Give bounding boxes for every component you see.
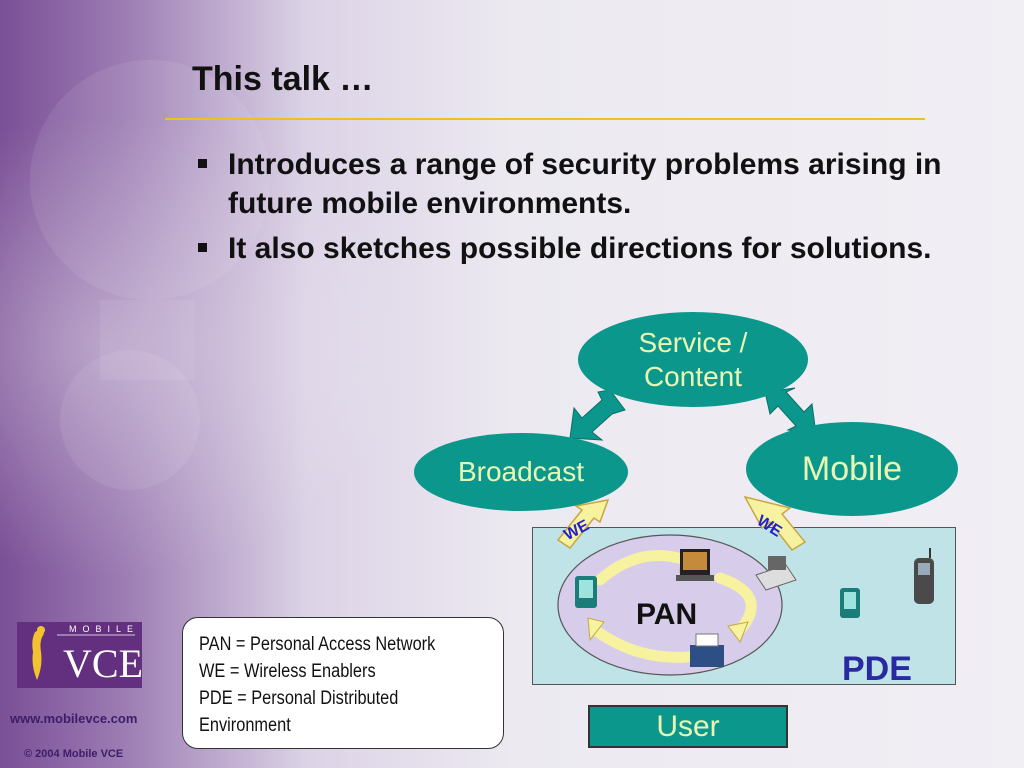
pda-icon-right	[840, 588, 860, 618]
broadcast-label: Broadcast	[457, 456, 585, 487]
legend-box: PAN = Personal Access Network WE = Wirel…	[182, 617, 504, 749]
bullet-item: It also sketches possible directions for…	[190, 229, 1020, 268]
pda-icon-left	[575, 576, 597, 608]
website-link[interactable]: www.mobilevce.com	[10, 711, 138, 726]
printer-icon	[690, 633, 724, 667]
service-label: Service /	[638, 326, 748, 358]
legend-line: PDE = Personal Distributed	[199, 688, 399, 709]
content-label: Content	[643, 360, 743, 392]
bullet-item: Introduces a range of security problems …	[190, 145, 1020, 223]
we-arrow-left	[556, 499, 610, 550]
figure-logo-icon	[32, 626, 135, 680]
title-divider	[165, 118, 925, 120]
slide-title: This talk …	[192, 60, 374, 98]
legend-line: PAN = Personal Access Network	[199, 634, 436, 655]
double-arrow-left	[569, 389, 626, 441]
legend-line: Environment	[199, 715, 291, 736]
notebook-icon	[755, 556, 797, 591]
pde-label: PDE	[842, 650, 912, 688]
phone-icon	[914, 548, 934, 604]
broadcast-node: Broadcast	[414, 433, 628, 511]
user-box: User	[588, 705, 788, 748]
mobile-vce-logo: MOBILE VCE	[17, 622, 143, 688]
copyright-text: © 2004 Mobile VCE	[24, 748, 124, 760]
pan-label: PAN	[636, 598, 698, 631]
we-arrow-right	[743, 495, 807, 551]
logo-top-text: MOBILE	[69, 624, 140, 634]
bullet-list: Introduces a range of security problems …	[190, 145, 1020, 274]
laptop-icon	[676, 549, 714, 581]
mobile-label: Mobile	[801, 449, 903, 488]
mobile-node: Mobile	[746, 422, 958, 516]
legend-line: WE = Wireless Enablers	[199, 661, 376, 682]
logo-main-text: VCE	[63, 641, 143, 686]
service-content-node: Service / Content	[578, 312, 808, 407]
